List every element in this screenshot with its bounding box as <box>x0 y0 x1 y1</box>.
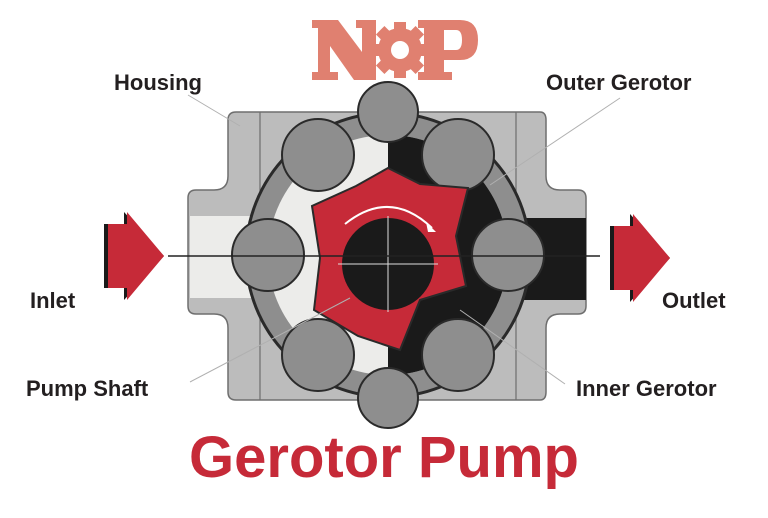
outer-gerotor-label: Outer Gerotor <box>546 70 692 95</box>
inlet-arrow-icon <box>104 212 164 300</box>
leader-lines <box>187 94 621 385</box>
inner-gerotor <box>310 166 470 352</box>
outlet-arrow-icon <box>610 214 670 302</box>
outlet-label: Outlet <box>662 288 726 313</box>
page-title: Gerotor Pump <box>189 425 579 490</box>
rotation-arrow-icon <box>344 205 433 229</box>
inner-gerotor-label: Inner Gerotor <box>576 376 717 401</box>
gear-icon <box>372 22 428 78</box>
inlet-label: Inlet <box>30 288 76 313</box>
housing-label: Housing <box>114 70 202 95</box>
pump-shaft-label: Pump Shaft <box>26 376 149 401</box>
np-logo <box>312 20 478 80</box>
